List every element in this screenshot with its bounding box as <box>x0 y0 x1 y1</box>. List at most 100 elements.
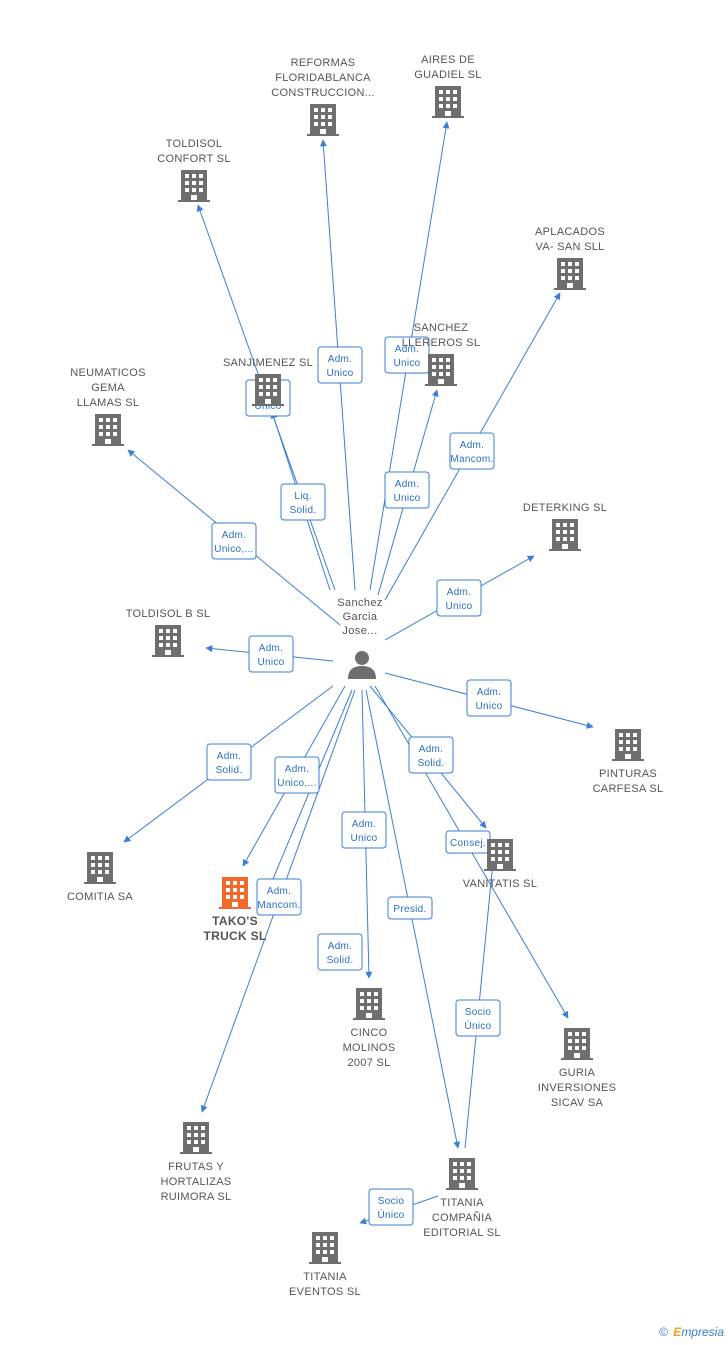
edge-label-vanitatis[interactable]: Adm.Solid. <box>408 736 454 774</box>
edge-label-aplacados[interactable]: Adm. Mancom. <box>449 432 495 470</box>
edge-label-text: Unico <box>393 358 420 369</box>
company-name-line: CINCO <box>351 1027 388 1039</box>
company-name-line: GEMA <box>91 382 125 394</box>
edge-label-text: Adm. <box>395 344 420 355</box>
company-name-line: COMPAÑIA <box>432 1211 493 1224</box>
company-name-line: TOLDISOL <box>166 138 223 150</box>
company-name-line: CARFESA SL <box>593 783 664 795</box>
edge-label-box <box>368 1188 414 1226</box>
company-node-guria[interactable]: GURIA INVERSIONES SICAV SA <box>538 1028 617 1109</box>
building-icon <box>425 354 457 386</box>
edge-label-text: Presid. <box>393 904 426 915</box>
company-node-sanjimenez[interactable]: SANJIMENEZ SL <box>223 357 313 406</box>
edge-label-text: Adm. <box>267 886 292 897</box>
company-name-line: TITANIA <box>440 1197 484 1209</box>
edge-label-box <box>384 471 430 509</box>
edge-label-box <box>449 432 495 470</box>
edge-label-text: Adm. <box>222 530 247 541</box>
company-name-line: GUADIEL SL <box>414 69 481 81</box>
company-name-line: FRUTAS Y <box>168 1161 224 1173</box>
company-name-line: COMITIA SA <box>67 891 133 903</box>
edge-label-frutas[interactable]: Adm.Solid. <box>317 933 363 971</box>
edge-label-text: Único <box>464 1019 491 1032</box>
edge-label-titania_ed[interactable]: Presid. <box>387 896 433 920</box>
edge-label-box <box>387 896 433 920</box>
company-name-line: INVERSIONES <box>538 1082 617 1094</box>
company-name-line: TITANIA <box>303 1271 347 1283</box>
edge-label-aires[interactable]: Adm. Unico <box>384 336 430 374</box>
edge-label-sanchez_llereros[interactable]: Adm.Unico <box>384 471 430 509</box>
edge-label-guria[interactable]: Consej. <box>445 830 491 854</box>
edge-label-neumaticos[interactable]: Adm. Unico,... <box>211 522 257 560</box>
edge-label-comitia[interactable]: Adm.Solid. <box>206 743 252 781</box>
building-icon <box>307 104 339 136</box>
company-node-toldisol_b[interactable]: TOLDISOL B SL <box>126 608 211 657</box>
company-name-line: CONSTRUCCION... <box>271 87 375 99</box>
company-name-line: DETERKING SL <box>523 502 607 514</box>
company-name-line: VANITATIS SL <box>463 878 538 890</box>
edge-label-text: Adm. <box>460 440 485 451</box>
edge-label-takos[interactable]: Adm.Mancom. <box>256 878 302 916</box>
edge-label-text: Único <box>377 1208 404 1221</box>
edge-line-takos <box>264 689 353 899</box>
edge-label-box <box>436 579 482 617</box>
edge-label-cinco[interactable]: Adm.Unico <box>341 811 387 849</box>
edge-label-box <box>341 811 387 849</box>
edge-label-toldisol[interactable]: Liq.Solid. <box>280 483 326 521</box>
edge-label-box <box>280 483 326 521</box>
company-name-line: AIRES DE <box>421 54 475 66</box>
edge-label-text: Adm. <box>328 941 353 952</box>
brand-logo[interactable]: Empresia <box>673 1325 724 1339</box>
person-name-line-1: Sanchez <box>337 597 383 609</box>
edge-label-deterking[interactable]: Adm.Unico <box>436 579 482 617</box>
company-node-reformas[interactable]: REFORMASFLORIDABLANCACONSTRUCCION... <box>271 57 375 136</box>
company-name-line: RUIMORA SL <box>161 1191 232 1203</box>
company-node-pinturas[interactable]: PINTURAS CARFESA SL <box>593 729 664 795</box>
edge-label-text: Solid. <box>290 505 317 516</box>
edge-label-text: Unico <box>393 493 420 504</box>
company-node-aires[interactable]: AIRES DE GUADIEL SL <box>414 54 481 118</box>
edge-label-toldisol_b[interactable]: Adm.Unico <box>248 635 294 673</box>
company-name-line: VA- SAN SLL <box>535 241 604 253</box>
company-node-deterking[interactable]: DETERKING SL <box>523 502 607 551</box>
edge-label-text: Socio <box>465 1007 492 1018</box>
edge-label-text: Adm. <box>328 354 353 365</box>
edge-label-takos[interactable]: Adm.Unico,... <box>274 756 320 794</box>
company-name-line: GURIA <box>559 1067 596 1079</box>
company-name-line: PINTURAS <box>599 768 657 780</box>
edge-label-text: Unico <box>350 833 377 844</box>
company-name-line: NEUMATICOS <box>70 367 146 379</box>
edge-label-box <box>274 756 320 794</box>
building-icon <box>309 1232 341 1264</box>
building-icon <box>178 170 210 202</box>
company-node-vanitatis[interactable]: VANITATIS SL <box>463 839 538 890</box>
edge-label-box <box>408 736 454 774</box>
person-node[interactable]: Sanchez Garcia Jose... <box>337 597 383 679</box>
edge-label-reformas[interactable]: Adm. Unico <box>317 346 363 384</box>
edge-label-text: Adm. <box>477 687 502 698</box>
person-name-line-3: Jose... <box>342 625 377 637</box>
edge-label-pinturas[interactable]: Adm.Unico <box>466 679 512 717</box>
company-node-comitia[interactable]: COMITIA SA <box>67 852 133 903</box>
edge-label-text: Unico,... <box>214 544 253 555</box>
building-icon <box>554 258 586 290</box>
edge-label-text: Socio <box>378 1196 405 1207</box>
edge-label-text: Unico <box>326 368 353 379</box>
company-name-line: SICAV SA <box>551 1097 604 1109</box>
company-name-line: SANJIMENEZ SL <box>223 357 313 369</box>
building-icon <box>549 519 581 551</box>
company-name-line: LLEREROS SL <box>402 337 481 349</box>
edge-label-text: Mancom. <box>450 454 493 465</box>
company-name-line: TRUCK SL <box>203 929 266 943</box>
